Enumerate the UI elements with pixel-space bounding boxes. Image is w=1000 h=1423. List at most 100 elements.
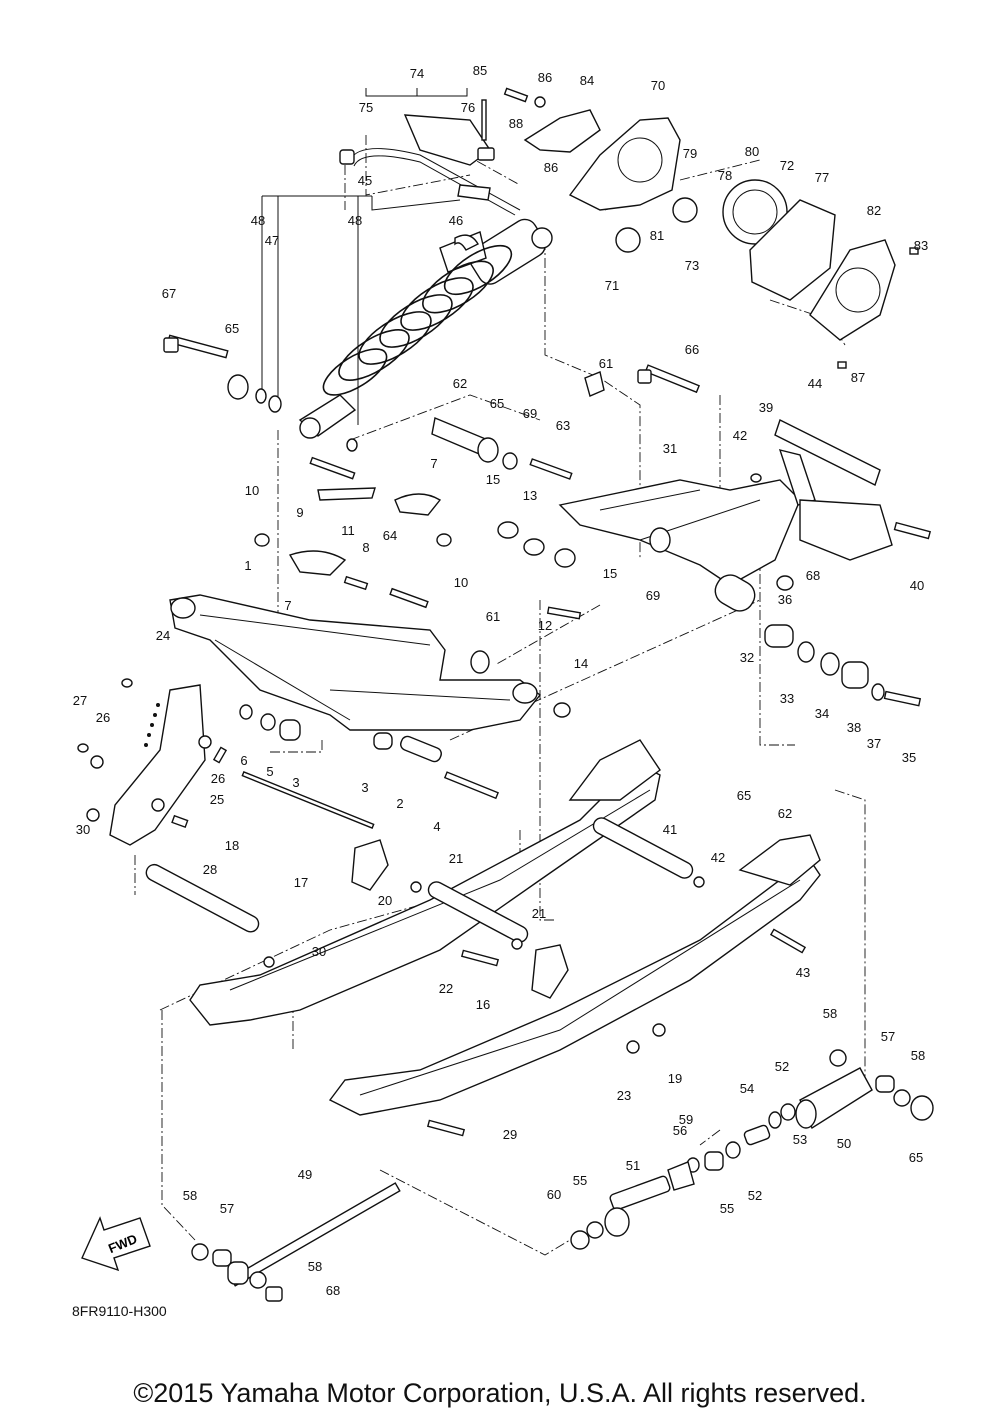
part-callout-65: 65	[737, 788, 751, 803]
fwd-arrow: FWD	[81, 1216, 151, 1272]
part-callout-40: 40	[910, 578, 924, 593]
part-callout-41: 41	[663, 822, 677, 837]
part-callout-14: 14	[574, 656, 588, 671]
part-callout-74: 74	[410, 66, 424, 81]
part-callout-83: 83	[914, 238, 928, 253]
part-callout-58: 58	[308, 1259, 322, 1274]
part-callout-86: 86	[538, 70, 552, 85]
part-callout-55: 55	[573, 1173, 587, 1188]
part-callout-80: 80	[745, 144, 759, 159]
part-callout-49: 49	[298, 1167, 312, 1182]
part-callout-38: 38	[847, 720, 861, 735]
part-callout-53: 53	[793, 1132, 807, 1147]
part-callout-3: 3	[361, 780, 368, 795]
part-callout-21: 21	[532, 906, 546, 921]
part-callout-37: 37	[867, 736, 881, 751]
part-callout-5: 5	[266, 764, 273, 779]
rear-hardware	[764, 624, 922, 707]
part-callout-70: 70	[651, 78, 665, 93]
part-callout-65: 65	[225, 321, 239, 336]
part-callout-46: 46	[449, 213, 463, 228]
part-callout-68: 68	[806, 568, 820, 583]
part-callout-13: 13	[523, 488, 537, 503]
part-callout-65: 65	[909, 1150, 923, 1165]
part-callout-26: 26	[211, 771, 225, 786]
part-callout-66: 66	[685, 342, 699, 357]
part-callout-7: 7	[284, 598, 291, 613]
part-callout-58: 58	[183, 1188, 197, 1203]
part-callout-30: 30	[76, 822, 90, 837]
part-callout-30: 30	[312, 944, 326, 959]
part-callout-45: 45	[358, 173, 372, 188]
part-callout-10: 10	[454, 575, 468, 590]
part-callout-47: 47	[265, 233, 279, 248]
part-callout-50: 50	[837, 1136, 851, 1151]
part-callout-16: 16	[476, 997, 490, 1012]
part-callout-28: 28	[203, 862, 217, 877]
part-callout-9: 9	[296, 505, 303, 520]
part-callout-22: 22	[439, 981, 453, 996]
part-callout-52: 52	[748, 1188, 762, 1203]
part-callout-82: 82	[867, 203, 881, 218]
part-callout-77: 77	[815, 170, 829, 185]
cover-and-gear-set	[503, 87, 919, 369]
part-callout-62: 62	[453, 376, 467, 391]
part-callout-2: 2	[396, 796, 403, 811]
part-callout-24: 24	[156, 628, 170, 643]
part-callout-15: 15	[603, 566, 617, 581]
lower-shaft-and-adjuster	[191, 1049, 934, 1302]
part-callout-71: 71	[605, 278, 619, 293]
part-callout-79: 79	[683, 146, 697, 161]
part-callout-69: 69	[523, 406, 537, 421]
part-callout-34: 34	[815, 706, 829, 721]
part-callout-69: 69	[646, 588, 660, 603]
part-callout-73: 73	[685, 258, 699, 273]
diagram-code: 8FR9110-H300	[72, 1303, 167, 1319]
part-callout-12: 12	[538, 618, 552, 633]
part-callout-58: 58	[911, 1048, 925, 1063]
part-callout-27: 27	[73, 693, 87, 708]
part-callout-44: 44	[808, 376, 822, 391]
part-callout-62: 62	[778, 806, 792, 821]
part-callout-43: 43	[796, 965, 810, 980]
rear-arm-assembly	[169, 456, 582, 731]
part-callout-56: 56	[673, 1123, 687, 1138]
part-callout-72: 72	[780, 158, 794, 173]
part-callout-65: 65	[490, 396, 504, 411]
part-callout-3: 3	[292, 775, 299, 790]
part-callout-61: 61	[486, 609, 500, 624]
remote-reservoir-and-hose	[339, 99, 521, 216]
part-callout-15: 15	[486, 472, 500, 487]
part-callout-7: 7	[430, 456, 437, 471]
part-callout-48: 48	[348, 213, 362, 228]
group-brackets	[261, 88, 468, 425]
part-callout-42: 42	[711, 850, 725, 865]
part-callout-63: 63	[556, 418, 570, 433]
part-callout-6: 6	[240, 753, 247, 768]
part-callout-20: 20	[378, 893, 392, 908]
part-callout-26: 26	[96, 710, 110, 725]
part-callout-23: 23	[617, 1088, 631, 1103]
part-callout-84: 84	[580, 73, 594, 88]
part-callout-61: 61	[599, 356, 613, 371]
part-callout-52: 52	[775, 1059, 789, 1074]
part-callout-8: 8	[362, 540, 369, 555]
part-callout-54: 54	[740, 1081, 754, 1096]
part-callout-11: 11	[341, 523, 355, 538]
part-callout-87: 87	[851, 370, 865, 385]
part-callout-17: 17	[294, 875, 308, 890]
part-callout-29: 29	[503, 1127, 517, 1142]
part-callout-57: 57	[881, 1029, 895, 1044]
part-callout-76: 76	[461, 100, 475, 115]
part-callout-10: 10	[245, 483, 259, 498]
part-callout-58: 58	[823, 1006, 837, 1021]
part-callout-1: 1	[244, 558, 251, 573]
part-callout-67: 67	[162, 286, 176, 301]
part-callout-64: 64	[383, 528, 397, 543]
part-callout-57: 57	[220, 1201, 234, 1216]
part-callout-33: 33	[780, 691, 794, 706]
part-callout-59: 59	[679, 1112, 693, 1127]
part-callout-55: 55	[720, 1201, 734, 1216]
part-callout-88: 88	[509, 116, 523, 131]
part-callout-68: 68	[326, 1283, 340, 1298]
